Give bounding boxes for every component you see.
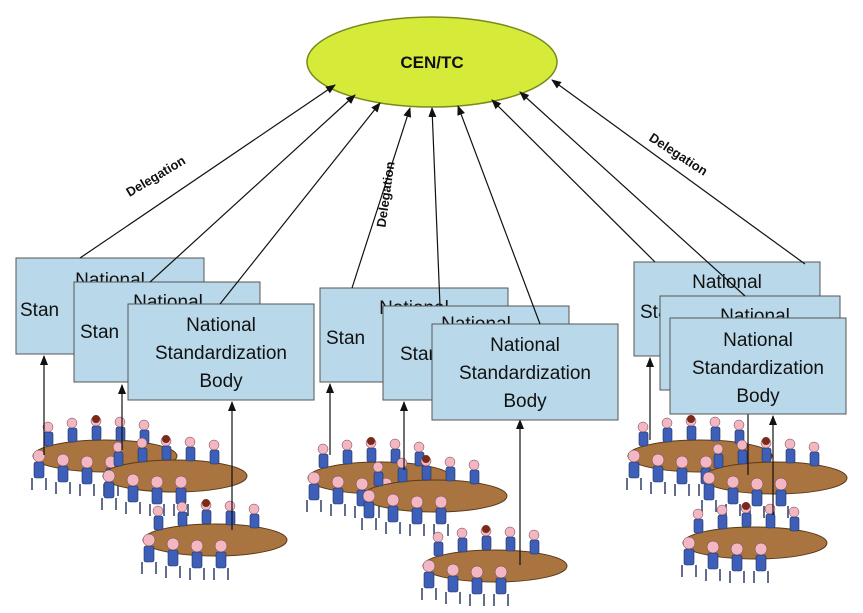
delegation-arrow <box>149 94 356 283</box>
national-body-box-front: National Standardization Body <box>127 303 315 401</box>
delegation-arrow <box>79 84 336 259</box>
box-line: Standardization <box>692 358 824 379</box>
meeting-table-center-3 <box>421 524 568 607</box>
box-line: Stan <box>326 328 365 349</box>
cen-tc-label: CEN/TC <box>400 53 463 72</box>
box-line: National <box>723 330 793 351</box>
box-line: National <box>186 315 256 336</box>
delegation-arrow <box>351 107 412 289</box>
box-line: Body <box>199 371 243 392</box>
cen-tc-node: CEN/TC <box>306 16 558 108</box>
national-body-box-front: National Standardization Body <box>431 323 619 421</box>
cen-tc-ellipse <box>306 16 558 108</box>
box-line: Standardization <box>155 343 287 364</box>
body-group-center: National Stan National Stan National Sta… <box>319 287 619 421</box>
meeting-to-body-arrows <box>40 355 777 565</box>
meeting-table-right-3 <box>681 501 828 584</box>
box-line: Body <box>503 391 547 412</box>
box-line: Standardization <box>459 363 591 384</box>
delegation-label-center: Delegation <box>373 160 397 228</box>
delegation-arrows <box>79 79 806 325</box>
delegation-arrow <box>519 91 746 297</box>
box-line: Stan <box>400 344 439 365</box>
delegation-arrow <box>491 99 656 263</box>
box-line: Body <box>736 386 780 407</box>
delegation-arrow <box>457 105 541 325</box>
box-line: National <box>692 272 762 293</box>
box-line: National <box>490 335 560 356</box>
body-group-right: National Stan National National Standard… <box>633 261 847 415</box>
national-body-box-front: National Standardization Body <box>669 317 847 415</box>
delegation-label-left: Delegation <box>123 153 188 200</box>
box-line: Stan <box>80 322 119 343</box>
delegation-arrow <box>219 102 381 305</box>
delegation-arrow <box>551 79 806 265</box>
body-group-left: National Stan National Stan National Sta… <box>15 257 315 401</box>
delegation-arrow <box>428 107 441 307</box>
box-line: Stan <box>20 300 59 321</box>
meeting-groups <box>31 414 848 607</box>
